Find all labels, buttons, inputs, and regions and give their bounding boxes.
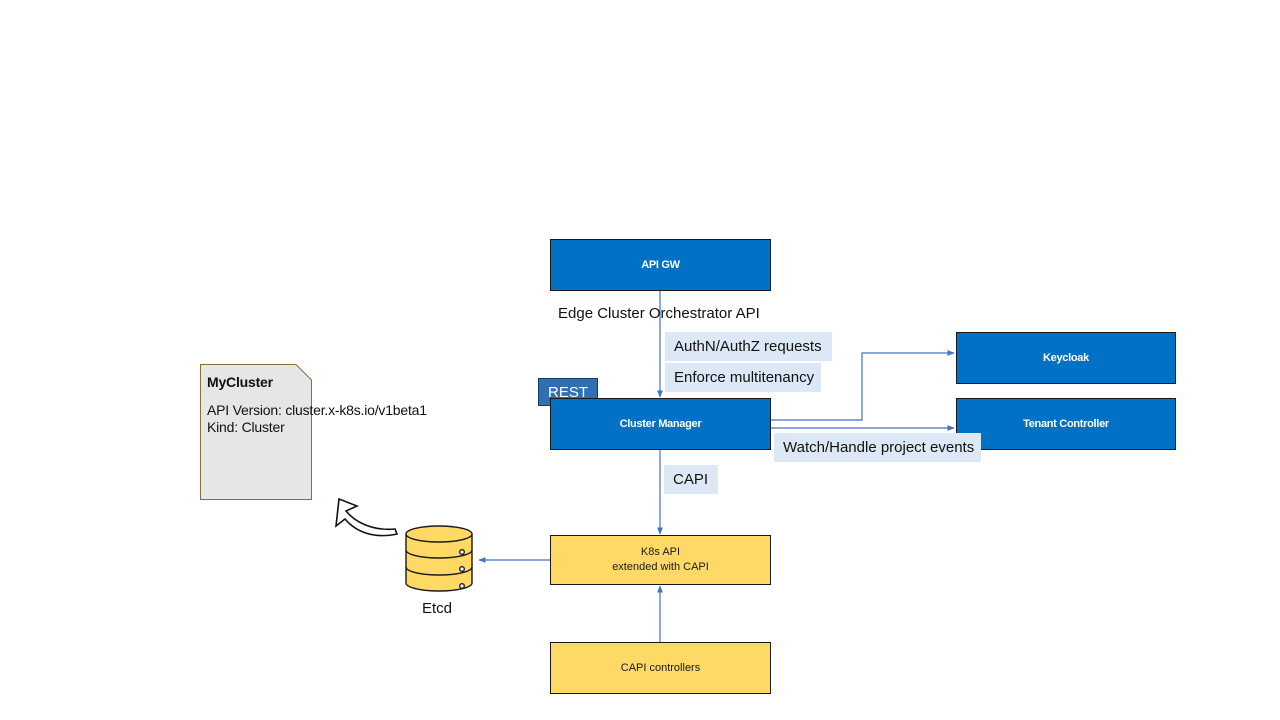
mycluster-document: MyCluster API Version: cluster.x-k8s.io/… bbox=[200, 364, 427, 500]
capi-controllers-label: CAPI controllers bbox=[620, 661, 701, 674]
database-icon bbox=[405, 525, 473, 592]
keycloak-label: Keycloak bbox=[1043, 352, 1089, 364]
api-gw-label: API GW bbox=[641, 259, 680, 271]
k8s-api-node: K8s API extended with CAPI bbox=[550, 535, 771, 585]
cluster-manager-node: Cluster Manager bbox=[550, 398, 771, 450]
k8s-api-title: K8s API bbox=[640, 546, 681, 558]
authn-label: AuthN/AuthZ requests bbox=[665, 332, 832, 361]
keycloak-node: Keycloak bbox=[956, 332, 1176, 384]
capi-controllers-node: CAPI controllers bbox=[550, 642, 771, 694]
cluster-manager-label: Cluster Manager bbox=[619, 418, 702, 430]
watch-label: Watch/Handle project events bbox=[774, 433, 981, 462]
tenant-controller-label: Tenant Controller bbox=[1023, 418, 1109, 430]
multitenancy-label: Enforce multitenancy bbox=[665, 363, 821, 392]
curved-arrow-icon bbox=[334, 497, 399, 537]
document-shape bbox=[200, 364, 312, 500]
api-gw-node: API GW bbox=[550, 239, 771, 291]
edge-api-label: Edge Cluster Orchestrator API bbox=[558, 305, 760, 322]
document-title: MyCluster bbox=[207, 374, 273, 390]
capi-label: CAPI bbox=[664, 465, 718, 494]
k8s-api-subtitle: extended with CAPI bbox=[612, 561, 709, 573]
document-api-version: API Version: cluster.x-k8s.io/v1beta1 bbox=[207, 402, 427, 418]
document-kind: Kind: Cluster bbox=[207, 419, 285, 435]
etcd-label: Etcd bbox=[422, 600, 453, 617]
rest-label: REST bbox=[547, 383, 588, 401]
arrow-cluster-manager-to-keycloak bbox=[771, 350, 955, 421]
tenant-controller-node: Tenant Controller bbox=[956, 398, 1176, 450]
